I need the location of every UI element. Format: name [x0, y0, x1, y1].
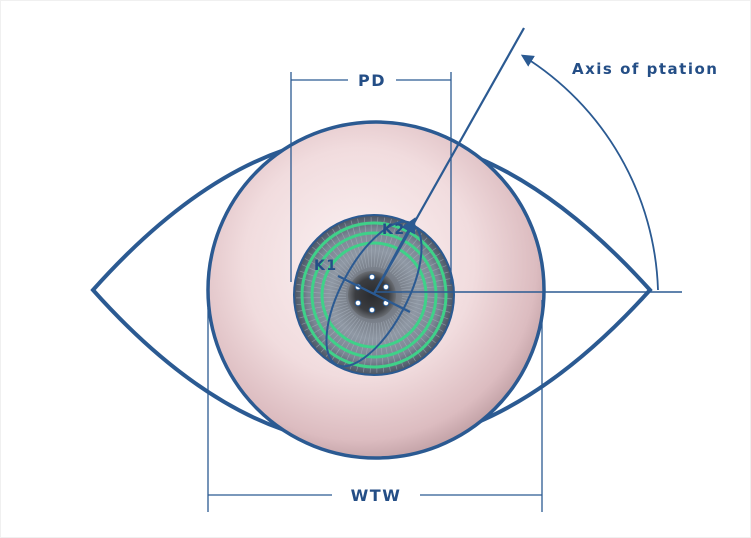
- eyelid-outline: [90, 133, 653, 447]
- ring-middle: [310, 231, 438, 359]
- pd-label: PD: [358, 71, 386, 90]
- pupil: [348, 271, 396, 319]
- k1-label: K1: [314, 258, 338, 274]
- wtw-label: WTW: [351, 486, 402, 505]
- k2-label: K2: [382, 222, 406, 238]
- k2-arrow: [373, 217, 416, 295]
- ring-outer: [300, 221, 448, 369]
- ring-inner: [320, 241, 428, 349]
- axis-label: Axis of ptation: [572, 60, 718, 78]
- angle-arc: [520, 54, 659, 291]
